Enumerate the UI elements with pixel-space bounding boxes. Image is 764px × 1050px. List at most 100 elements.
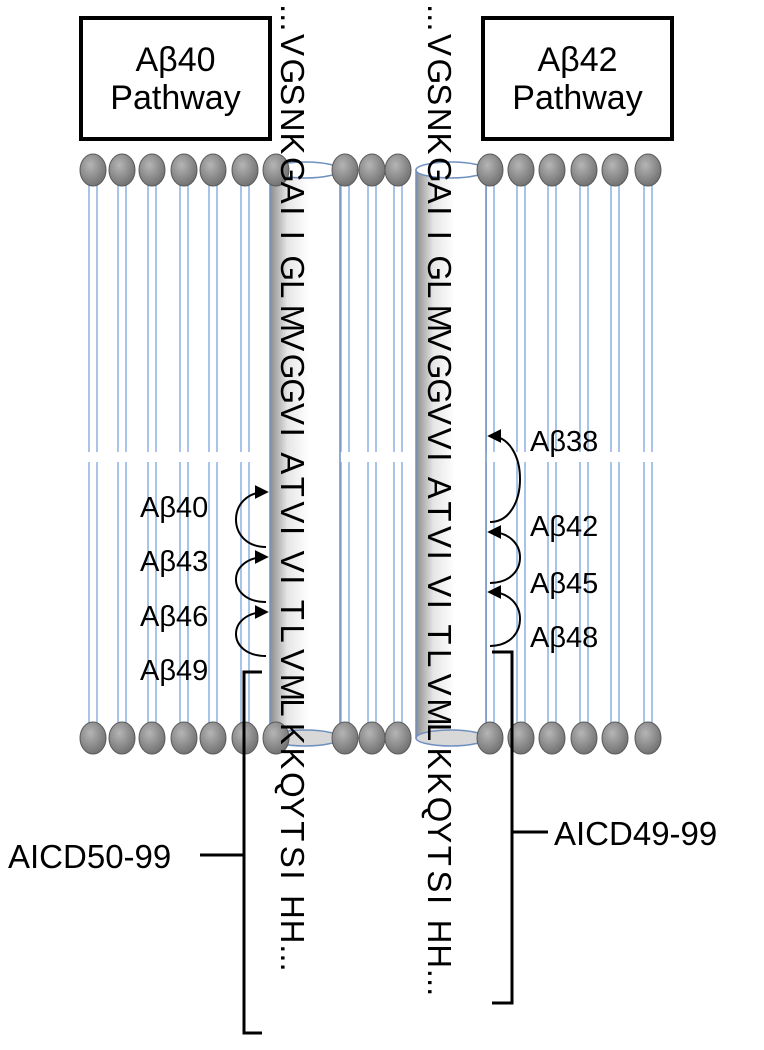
residue: Y	[274, 797, 311, 819]
residue: S	[421, 870, 458, 892]
residue: T	[274, 600, 311, 620]
label-abeta38: Aβ38	[530, 426, 598, 458]
residue: T	[274, 821, 311, 841]
residue: V	[274, 501, 311, 523]
residue: V	[421, 329, 458, 351]
residue: L	[421, 280, 458, 298]
residue: V	[274, 403, 311, 425]
residue: L	[421, 649, 458, 667]
abeta42-box-subtitle: Pathway	[512, 78, 643, 117]
residue: N	[274, 108, 311, 132]
label-abeta49: Aβ49	[140, 655, 208, 687]
headgroup	[476, 721, 504, 755]
label-abeta45: Aβ45	[530, 568, 598, 600]
headgroup	[331, 721, 359, 755]
residue: M	[421, 698, 458, 726]
bracket-aicd50-99	[200, 670, 262, 1035]
headgroup	[331, 153, 359, 187]
residue: A	[274, 182, 311, 204]
arrow-abeta42-to-38	[487, 429, 521, 523]
helix-right-body	[415, 169, 487, 739]
residue: I	[274, 526, 311, 535]
headgroup	[199, 721, 227, 755]
lipid-tails	[88, 170, 653, 738]
headgroup	[570, 721, 598, 755]
headgroup	[108, 721, 136, 755]
residue: V	[421, 428, 458, 450]
headgroup	[507, 721, 535, 755]
residue: I	[274, 870, 311, 879]
arrow-abeta48-to-45	[487, 585, 521, 647]
headgroup	[138, 153, 166, 187]
residue: I	[421, 600, 458, 609]
residue: T	[274, 477, 311, 497]
headgroup	[231, 153, 259, 187]
residue: M	[274, 674, 311, 702]
sequence-right: ...VGSNKGAIIGLMVGGVVIATVIVITLVMLKKQYTSIH…	[421, 4, 458, 996]
bracket-aicd49-99	[492, 650, 548, 1005]
residue: A	[421, 182, 458, 204]
sequence-left: ...VGSNKGAIIGLMVGGVIATVIVITLVMLKKQYTSIHH…	[274, 4, 311, 972]
residue: I	[421, 895, 458, 904]
residue: ...	[274, 4, 311, 32]
headgroup	[262, 721, 290, 755]
headgroup	[538, 153, 566, 187]
headgroup	[170, 153, 198, 187]
headgroup	[601, 153, 629, 187]
residue: G	[274, 378, 311, 404]
residue: I	[274, 575, 311, 584]
label-abeta42: Aβ42	[530, 511, 598, 543]
residue: G	[274, 255, 311, 281]
residue: V	[421, 674, 458, 696]
residue: V	[274, 329, 311, 351]
residue: G	[274, 354, 311, 380]
lipid-headgroups	[79, 153, 662, 755]
residue: Q	[421, 797, 458, 823]
residue: V	[421, 575, 458, 597]
label-abeta40: Aβ40	[140, 492, 208, 524]
residue: T	[421, 846, 458, 866]
abeta42-box-title: Aβ42	[537, 40, 618, 79]
headgroup	[79, 721, 107, 755]
headgroup	[262, 153, 290, 187]
abeta42-pathway-box: Aβ42 Pathway	[481, 16, 674, 141]
residue: L	[274, 698, 311, 716]
headgroup	[138, 721, 166, 755]
residue: G	[421, 378, 458, 404]
residue: H	[421, 920, 458, 944]
residue: K	[421, 772, 458, 794]
cleavage-arrows	[235, 429, 521, 657]
headgroup	[507, 153, 535, 187]
headgroup	[601, 721, 629, 755]
residue: S	[274, 83, 311, 105]
residue: G	[421, 59, 458, 85]
residue: V	[274, 649, 311, 671]
residue: ...	[421, 969, 458, 997]
headgroup	[170, 721, 198, 755]
residue: V	[421, 526, 458, 548]
residue: I	[274, 231, 311, 240]
headgroup	[358, 153, 386, 187]
residue: I	[421, 551, 458, 560]
residue: H	[421, 944, 458, 968]
residue: A	[421, 477, 458, 499]
residue: V	[421, 34, 458, 56]
label-abeta48: Aβ48	[530, 622, 598, 654]
residue: G	[274, 59, 311, 85]
label-aicd49-99: AICD49-99	[554, 815, 717, 852]
residue: T	[421, 501, 458, 521]
residue: V	[274, 34, 311, 56]
residue: S	[274, 846, 311, 868]
headgroup	[384, 721, 412, 755]
label-abeta43: Aβ43	[140, 546, 208, 578]
headgroup	[384, 153, 412, 187]
residue: K	[421, 747, 458, 769]
residue: H	[274, 895, 311, 919]
headgroup	[108, 153, 136, 187]
helix-right	[415, 161, 487, 747]
residue: M	[421, 305, 458, 333]
headgroup	[358, 721, 386, 755]
residue: L	[274, 280, 311, 298]
residue: L	[274, 624, 311, 642]
